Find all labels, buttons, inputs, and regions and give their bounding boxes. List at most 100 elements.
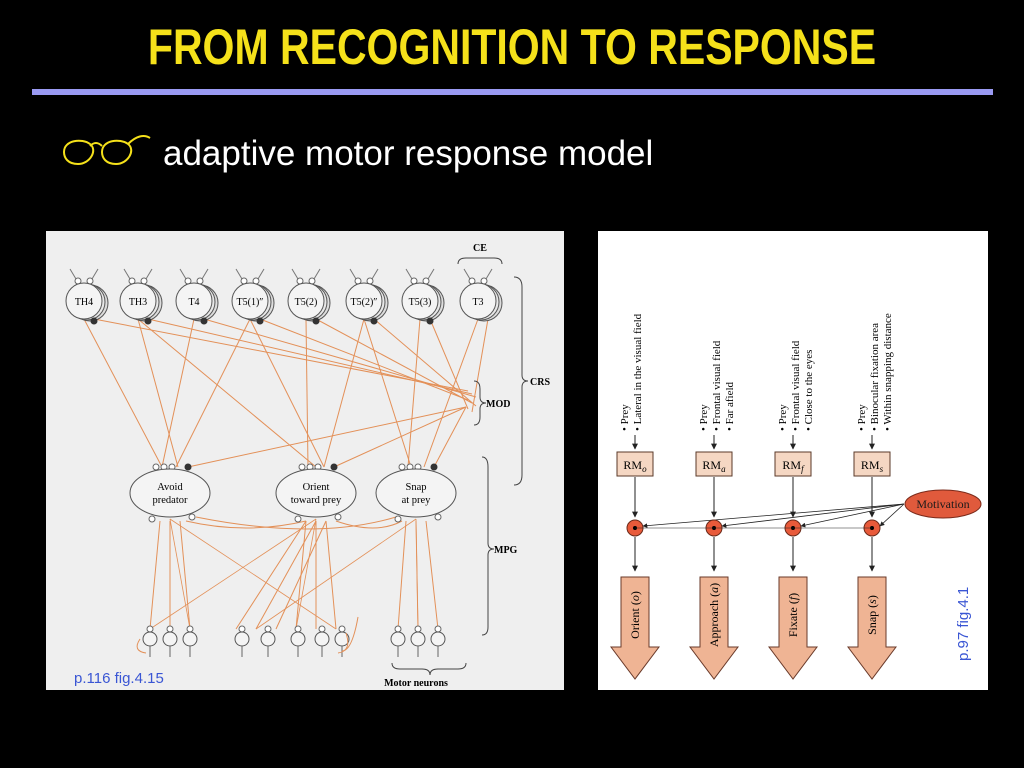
dendrite: [179, 268, 187, 280]
detector-node: T5(2): [287, 268, 331, 325]
synapse: [166, 625, 174, 633]
generator-body: [275, 468, 357, 518]
synapse: [298, 463, 306, 471]
generator-body: [129, 468, 211, 518]
connection-line: [259, 318, 469, 401]
generator-label: Avoid: [157, 482, 183, 493]
connection-line: [373, 318, 477, 407]
connection-line: [149, 518, 317, 630]
detector-label: T3: [472, 297, 483, 308]
synapse: [394, 625, 402, 633]
stimulus-label: • Binocular fixation area: [869, 323, 881, 431]
dendrite: [123, 268, 131, 280]
node-body: [119, 282, 157, 320]
dendrite: [405, 268, 413, 280]
connection-line: [249, 318, 325, 468]
connection-line: [341, 616, 359, 652]
stimulus-label: • Lateral in the visual field: [632, 313, 644, 431]
action-arrow: [768, 576, 818, 680]
mpg-bracket: [481, 456, 495, 636]
synapse: [152, 463, 160, 471]
motor-neuron-body: [390, 631, 406, 647]
node-body: [65, 282, 103, 320]
synapse: [430, 463, 438, 471]
rm-label: RMs: [861, 458, 884, 474]
motor-neuron: [430, 625, 446, 657]
motor-neuron-body: [290, 631, 306, 647]
action-subscript: f: [786, 595, 800, 600]
ce-bracket: [457, 257, 503, 265]
detector-label: T5(1)″: [237, 297, 264, 308]
motor-neuron-nodes: [136, 616, 446, 657]
motor-neuron-body: [234, 631, 250, 647]
motor-response-model-figure: • Prey • Lateral in the visual fieldRMoOr…: [598, 231, 988, 690]
connection-line: [423, 318, 479, 468]
output-synapse: [426, 317, 434, 325]
motor-neuron: [142, 625, 158, 657]
generator-label: Orient: [303, 482, 330, 493]
generator-body: [375, 468, 457, 518]
synapse: [148, 515, 156, 523]
rm-box: [695, 451, 733, 477]
action-label: Approach (a): [707, 583, 721, 647]
slide-subtitle: adaptive motor response model: [163, 134, 654, 173]
synapse: [186, 625, 194, 633]
connection-line: [295, 520, 307, 630]
connection-line: [305, 318, 309, 468]
synapse: [330, 463, 338, 471]
action-label: Fixate (f): [786, 593, 800, 637]
output-synapse: [144, 317, 152, 325]
rm-label: RMf: [782, 458, 805, 474]
motor-neuron-body: [334, 631, 350, 647]
synapse: [398, 463, 406, 471]
connection-line: [195, 516, 397, 530]
action-arrow: [689, 576, 739, 680]
connection-line: [325, 520, 337, 630]
dendrite: [145, 268, 153, 280]
connection-line: [169, 518, 337, 630]
rm-label: RMa: [702, 458, 726, 474]
connection-line: [333, 406, 467, 468]
synapse: [334, 513, 342, 521]
connection-line: [235, 520, 307, 630]
synapse: [434, 625, 442, 633]
motivation-group: Motivation: [904, 489, 982, 519]
detector-node: T5(3): [401, 268, 445, 325]
motor-neuron-body: [314, 631, 330, 647]
action-subscript: a: [707, 587, 721, 593]
motivation-link: [642, 503, 905, 529]
detector-node: TH4: [65, 268, 109, 325]
synapse: [146, 625, 154, 633]
connection-line: [255, 520, 317, 630]
motor-neuron: [234, 625, 250, 657]
rm-label: RMo: [623, 458, 647, 474]
rm-subscript: f: [801, 464, 805, 474]
connection-line: [429, 318, 469, 410]
connection-line: [315, 318, 473, 404]
connection-line: [407, 318, 421, 468]
generator-label: at prey: [402, 495, 432, 506]
motor-neuron-body: [162, 631, 178, 647]
response-column: • Prey • Lateral in the visual fieldRMoOr…: [610, 313, 905, 680]
detector-label: T5(2): [295, 297, 318, 308]
dendrite: [463, 268, 471, 280]
rm-box: [616, 451, 654, 477]
connection-line: [415, 518, 419, 630]
motor-neuron-body: [182, 631, 198, 647]
connection-line: [433, 406, 467, 468]
rm-box: [774, 451, 812, 477]
node-body: [231, 282, 269, 320]
dendrite: [313, 268, 321, 280]
stimulus-label: • Prey: [856, 404, 868, 431]
dendrite: [349, 268, 357, 280]
motor-neuron: [390, 625, 406, 657]
connection-line: [255, 518, 417, 630]
figure-caption-left: p.116 fig.4.15: [74, 670, 164, 687]
rm-subscript: s: [880, 464, 884, 474]
action-label: Orient (o): [628, 591, 642, 639]
motor-neuron-body: [260, 631, 276, 647]
connection-line: [335, 520, 403, 529]
connection-line: [187, 406, 467, 468]
